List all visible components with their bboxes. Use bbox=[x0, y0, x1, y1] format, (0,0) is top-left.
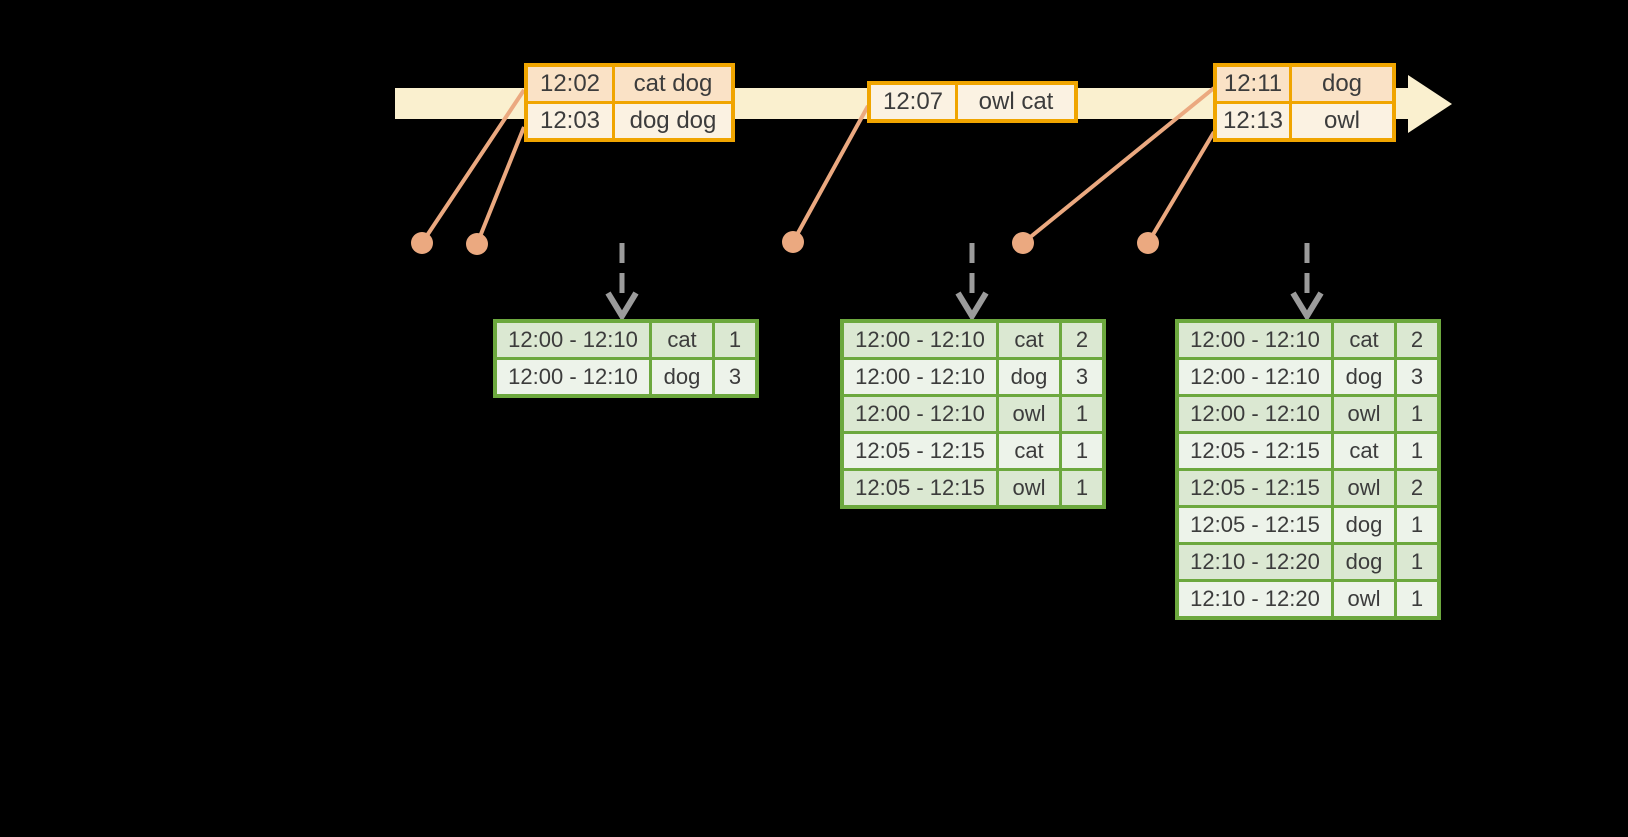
event-words-cell: dog bbox=[1289, 63, 1396, 104]
event-time-cell: 12:07 bbox=[867, 81, 958, 123]
result-window-cell: 12:00 - 12:10 bbox=[1175, 357, 1334, 397]
event-time-dot bbox=[411, 232, 433, 254]
event-connector-line bbox=[1021, 86, 1216, 245]
result-word-cell: dog bbox=[1331, 357, 1397, 397]
result-word-cell: owl bbox=[996, 468, 1062, 509]
result-count-cell: 1 bbox=[712, 319, 759, 360]
result-window-cell: 12:05 - 12:15 bbox=[1175, 431, 1334, 471]
event-time-cell: 12:11 bbox=[1213, 63, 1292, 104]
result-word-cell: dog bbox=[649, 357, 715, 398]
event-time-dot bbox=[1137, 232, 1159, 254]
result-window-cell: 12:00 - 12:10 bbox=[1175, 394, 1334, 434]
event-words-cell: dog dog bbox=[612, 101, 735, 142]
event-time-cell: 12:13 bbox=[1213, 101, 1292, 142]
result-count-cell: 3 bbox=[712, 357, 759, 398]
event-words-cell: owl cat bbox=[955, 81, 1078, 123]
event-time-axis-arrowhead bbox=[1408, 75, 1452, 133]
event-time-dot bbox=[1012, 232, 1034, 254]
result-window-cell: 12:00 - 12:10 bbox=[840, 394, 999, 434]
result-count-cell: 1 bbox=[1394, 579, 1441, 620]
result-window-cell: 12:10 - 12:20 bbox=[1175, 542, 1334, 582]
result-count-cell: 3 bbox=[1059, 357, 1106, 397]
result-word-cell: cat bbox=[1331, 431, 1397, 471]
event-connector-line bbox=[791, 105, 870, 243]
result-window-cell: 12:05 - 12:15 bbox=[1175, 505, 1334, 545]
result-count-cell: 1 bbox=[1059, 394, 1106, 434]
result-count-cell: 1 bbox=[1394, 505, 1441, 545]
result-count-cell: 1 bbox=[1394, 431, 1441, 471]
result-word-cell: owl bbox=[1331, 468, 1397, 508]
event-time-dot bbox=[782, 231, 804, 253]
result-window-cell: 12:05 - 12:15 bbox=[840, 468, 999, 509]
result-count-cell: 1 bbox=[1059, 431, 1106, 471]
result-word-cell: owl bbox=[1331, 579, 1397, 620]
event-words-cell: owl bbox=[1289, 101, 1396, 142]
result-window-cell: 12:00 - 12:10 bbox=[493, 319, 652, 360]
result-window-cell: 12:00 - 12:10 bbox=[493, 357, 652, 398]
result-word-cell: cat bbox=[649, 319, 715, 360]
event-time-dot bbox=[466, 233, 488, 255]
trigger-arrow-head bbox=[1290, 291, 1324, 322]
event-connector-line bbox=[420, 88, 526, 245]
result-count-cell: 1 bbox=[1394, 394, 1441, 434]
result-window-cell: 12:00 - 12:10 bbox=[840, 357, 999, 397]
result-window-cell: 12:10 - 12:20 bbox=[1175, 579, 1334, 620]
event-time-cell: 12:03 bbox=[524, 101, 615, 142]
result-count-cell: 2 bbox=[1394, 468, 1441, 508]
result-word-cell: dog bbox=[996, 357, 1062, 397]
result-word-cell: owl bbox=[1331, 394, 1397, 434]
result-count-cell: 2 bbox=[1059, 319, 1106, 360]
event-time-cell: 12:02 bbox=[524, 63, 615, 104]
result-word-cell: owl bbox=[996, 394, 1062, 434]
result-word-cell: dog bbox=[1331, 542, 1397, 582]
result-count-cell: 1 bbox=[1059, 468, 1106, 509]
result-window-cell: 12:00 - 12:10 bbox=[1175, 319, 1334, 360]
event-words-cell: cat dog bbox=[612, 63, 735, 104]
event-connector-lines bbox=[420, 86, 1216, 245]
result-window-cell: 12:00 - 12:10 bbox=[840, 319, 999, 360]
event-connector-line bbox=[1146, 130, 1216, 245]
trigger-arrow-head bbox=[955, 291, 989, 322]
event-connector-line bbox=[475, 126, 526, 245]
result-window-cell: 12:05 - 12:15 bbox=[1175, 468, 1334, 508]
result-window-cell: 12:05 - 12:15 bbox=[840, 431, 999, 471]
result-count-cell: 1 bbox=[1394, 542, 1441, 582]
result-word-cell: cat bbox=[1331, 319, 1397, 360]
result-word-cell: cat bbox=[996, 431, 1062, 471]
trigger-arrows bbox=[605, 243, 1324, 322]
result-word-cell: cat bbox=[996, 319, 1062, 360]
event-time-dots bbox=[411, 231, 1159, 255]
trigger-arrow-head bbox=[605, 291, 639, 322]
result-word-cell: dog bbox=[1331, 505, 1397, 545]
result-count-cell: 3 bbox=[1394, 357, 1441, 397]
result-count-cell: 2 bbox=[1394, 319, 1441, 360]
